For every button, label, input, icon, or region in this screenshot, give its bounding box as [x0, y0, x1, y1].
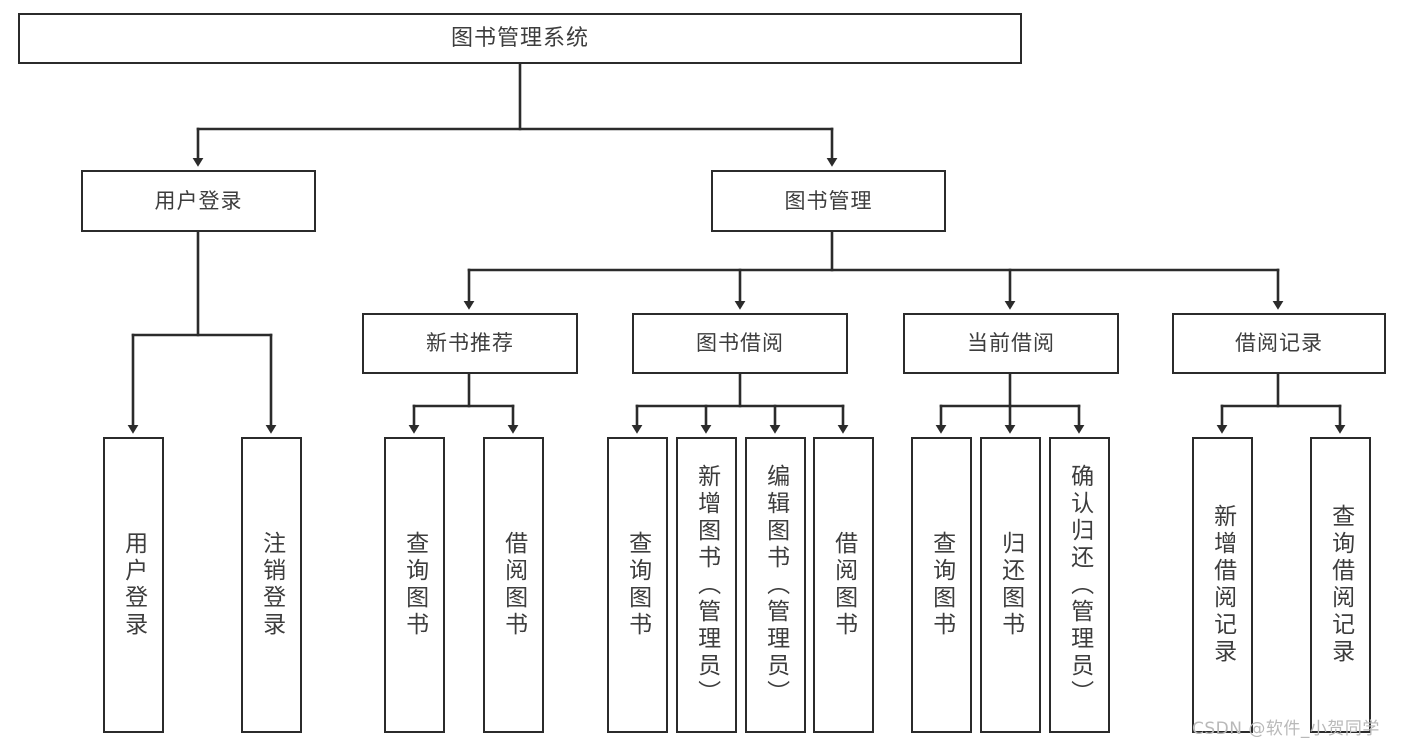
node-label: 用户登录 — [154, 188, 243, 213]
node-leaf-add-borrow-record[interactable]: 新增借阅记录 — [1192, 437, 1253, 733]
node-leaf-borrow-book-recommend[interactable]: 借阅图书 — [483, 437, 544, 733]
node-leaf-logout[interactable]: 注销登录 — [241, 437, 302, 733]
node-leaf-query-book-current[interactable]: 查询图书 — [911, 437, 972, 733]
node-label: 当前借阅 — [967, 331, 1055, 356]
node-leaf-borrow-book[interactable]: 借阅图书 — [813, 437, 874, 733]
node-label: 图书借阅 — [696, 331, 784, 356]
node-current-borrow[interactable]: 当前借阅 — [903, 313, 1119, 374]
node-label: 归还图书 — [997, 531, 1024, 639]
node-label: 注销登录 — [258, 531, 285, 639]
node-new-book-recommend[interactable]: 新书推荐 — [362, 313, 578, 374]
node-label: 借阅记录 — [1235, 331, 1323, 356]
node-leaf-query-book-borrow[interactable]: 查询图书 — [607, 437, 668, 733]
node-book-management[interactable]: 图书管理 — [711, 170, 946, 232]
node-label: 查询图书 — [624, 531, 651, 639]
node-label: 用户登录 — [120, 531, 147, 639]
node-leaf-confirm-return-admin[interactable]: 确认归还（管理员） — [1049, 437, 1110, 733]
watermark: CSDN @软件_小贺同学 — [1192, 719, 1380, 739]
node-label: 新增图书（管理员） — [693, 463, 720, 707]
node-label: 新增借阅记录 — [1209, 504, 1236, 666]
node-label: 新书推荐 — [426, 331, 514, 356]
node-label: 查询借阅记录 — [1327, 504, 1354, 666]
node-label: 确认归还（管理员） — [1066, 463, 1093, 707]
node-root-system[interactable]: 图书管理系统 — [18, 13, 1022, 64]
node-user-login[interactable]: 用户登录 — [81, 170, 316, 232]
node-label: 图书管理 — [784, 188, 873, 213]
node-leaf-add-book-admin[interactable]: 新增图书（管理员） — [676, 437, 737, 733]
node-leaf-query-book-recommend[interactable]: 查询图书 — [384, 437, 445, 733]
node-label: 借阅图书 — [830, 531, 857, 639]
node-leaf-edit-book-admin[interactable]: 编辑图书（管理员） — [745, 437, 806, 733]
node-label: 查询图书 — [401, 531, 428, 639]
node-leaf-user-login[interactable]: 用户登录 — [103, 437, 164, 733]
node-book-borrow[interactable]: 图书借阅 — [632, 313, 848, 374]
node-leaf-return-book[interactable]: 归还图书 — [980, 437, 1041, 733]
node-label: 查询图书 — [928, 531, 955, 639]
node-label: 图书管理系统 — [450, 25, 589, 51]
node-label: 编辑图书（管理员） — [762, 463, 789, 707]
node-leaf-query-borrow-record[interactable]: 查询借阅记录 — [1310, 437, 1371, 733]
node-label: 借阅图书 — [500, 531, 527, 639]
node-borrow-record[interactable]: 借阅记录 — [1172, 313, 1386, 374]
